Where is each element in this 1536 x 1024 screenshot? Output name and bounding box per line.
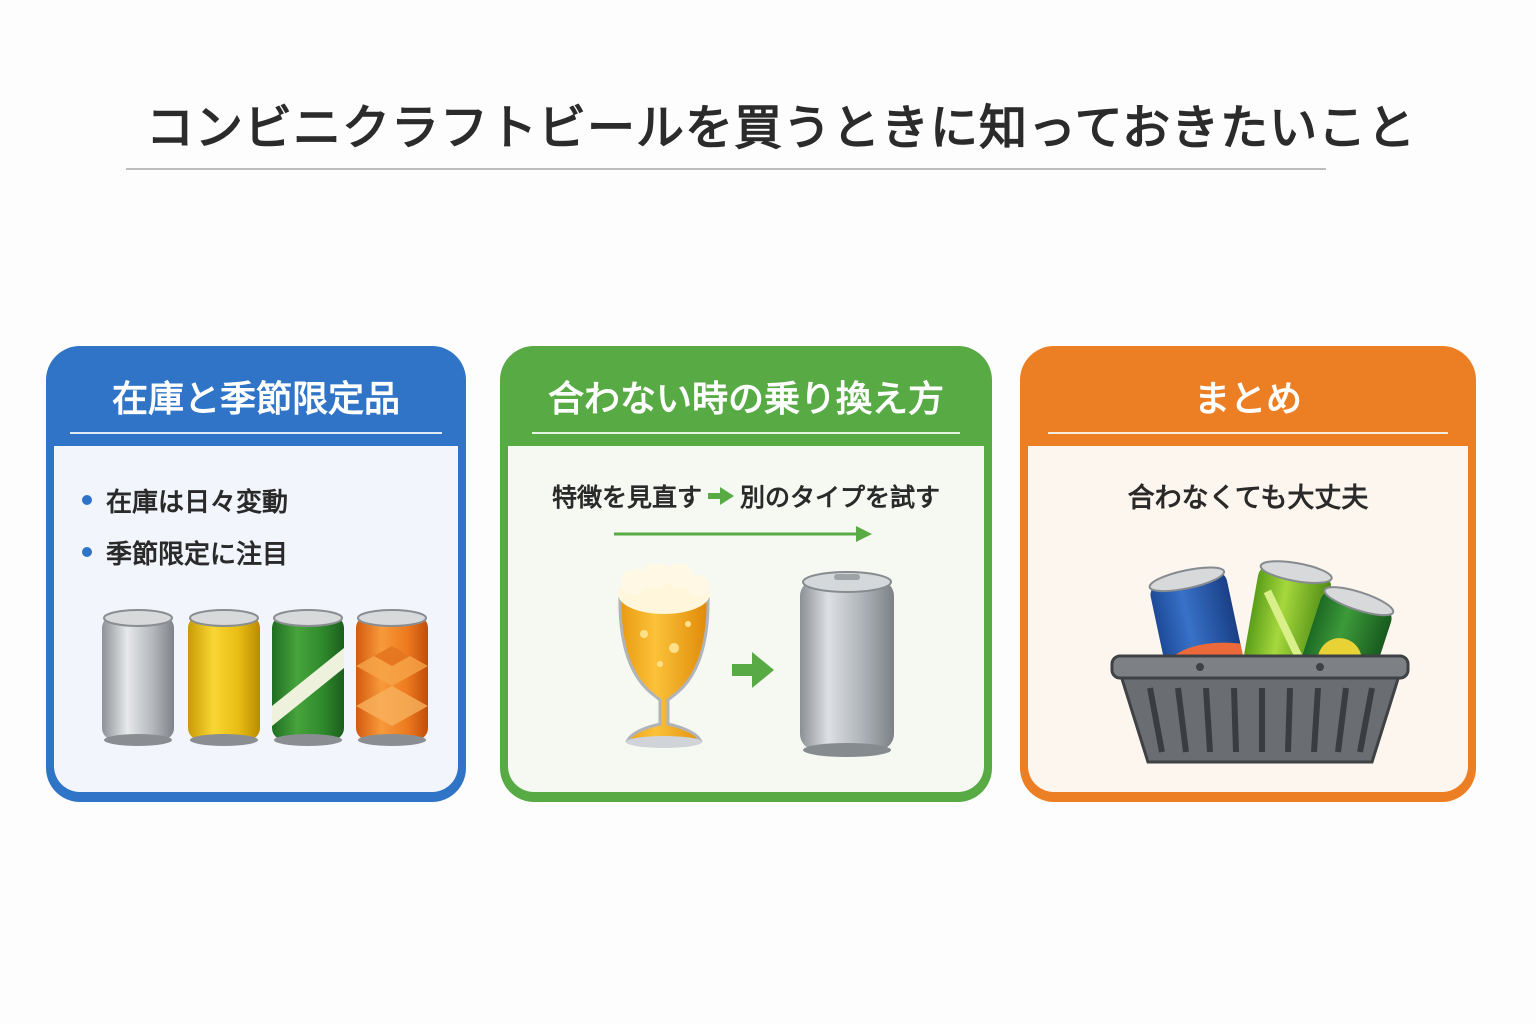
card-stock-seasonal: 在庫と季節限定品 在庫は日々変動 季節限定に注目 (46, 346, 466, 802)
beer-glass-icon (618, 564, 710, 748)
list-item: 季節限定に注目 (82, 526, 288, 578)
list-item: 在庫は日々変動 (82, 474, 288, 526)
beer-glass-to-can-icon (618, 564, 894, 757)
yellow-can-icon (188, 609, 260, 746)
card-switching-method: 合わない時の乗り換え方 特徴を見直す 別のタイプを試す (500, 346, 992, 802)
flow-steps: 特徴を見直す 別のタイプを試す (508, 478, 984, 514)
orange-can-icon (356, 609, 428, 746)
four-beer-cans-icon (102, 609, 428, 746)
card-body: 合わなくても大丈夫 (1028, 446, 1468, 792)
basket-icon (1110, 654, 1410, 764)
right-arrow-icon (732, 652, 774, 688)
heading-divider (70, 432, 442, 434)
heading-divider (532, 432, 960, 434)
card-body: 特徴を見直す 別のタイプを試す (508, 446, 984, 792)
aluminum-can-icon (800, 571, 894, 757)
long-arrow-icon (614, 526, 872, 542)
bullet-icon (82, 547, 92, 557)
right-arrow-icon (708, 487, 734, 505)
flow-step-2: 別のタイプを試す (740, 483, 941, 512)
heading-divider (1048, 432, 1448, 434)
card-heading: 在庫と季節限定品 (111, 379, 400, 420)
title-divider (126, 168, 1326, 170)
bullet-list: 在庫は日々変動 季節限定に注目 (82, 474, 288, 578)
card-body: 在庫は日々変動 季節限定に注目 (54, 446, 458, 792)
silver-can-icon (102, 609, 174, 746)
summary-text: 合わなくても大丈夫 (1127, 483, 1369, 514)
bullet-text: 在庫は日々変動 (106, 487, 289, 518)
page-title: コンビニクラフトビールを買うときに知っておきたいこと (146, 100, 1417, 156)
bullet-icon (82, 495, 92, 505)
flow-step-1: 特徴を見直す (551, 483, 702, 512)
green-can-icon (272, 609, 344, 746)
card-heading: 合わない時の乗り換え方 (547, 379, 944, 420)
card-summary: まとめ 合わなくても大丈夫 (1020, 346, 1476, 802)
card-heading: まとめ (1193, 379, 1302, 420)
bullet-text: 季節限定に注目 (106, 539, 289, 570)
shopping-basket-with-cans-icon (1110, 560, 1410, 764)
